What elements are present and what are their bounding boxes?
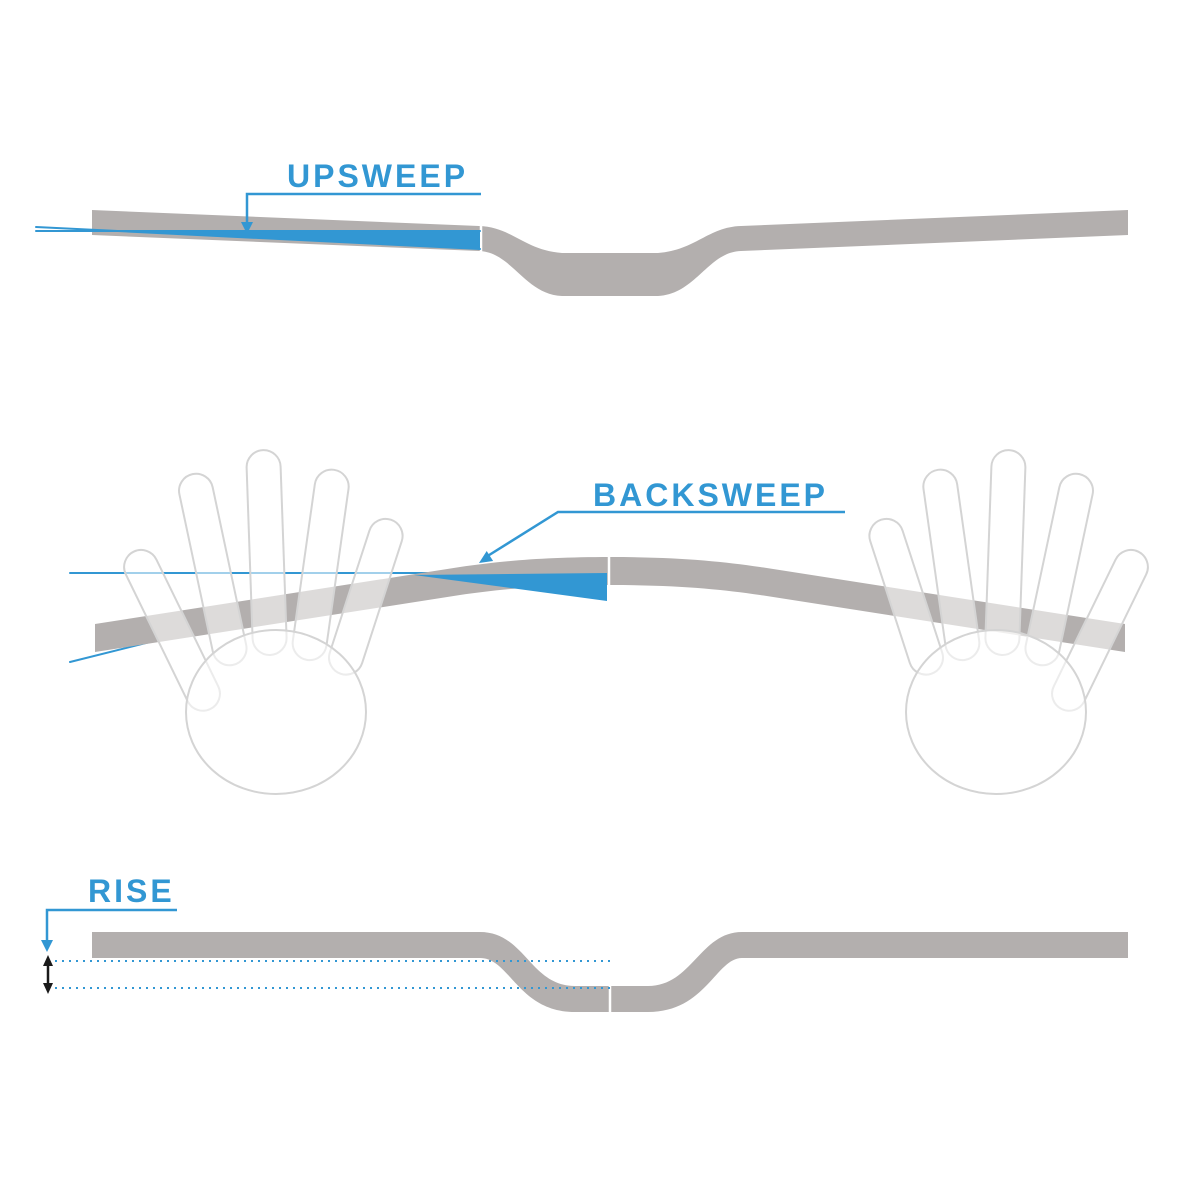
backsweep-arrow-icon xyxy=(479,551,494,563)
rise-measure-arrow-up-icon xyxy=(43,955,53,966)
upsweep-label: UPSWEEP xyxy=(287,158,469,194)
upsweep-axis-line xyxy=(35,226,481,250)
backsweep-label: BACKSWEEP xyxy=(593,477,829,513)
right-hand-outline xyxy=(864,448,1155,795)
upsweep-angle-wedge xyxy=(117,231,480,249)
backsweep-section xyxy=(69,448,1155,795)
handlebar-front-view-rise xyxy=(92,932,1128,1012)
backsweep-angle-wedge xyxy=(414,573,607,601)
rise-section xyxy=(41,908,1128,1014)
upsweep-leader-line xyxy=(245,192,481,224)
palm-outline xyxy=(185,629,367,795)
rise-leader-line xyxy=(45,908,177,942)
rise-label: RISE xyxy=(88,873,175,909)
backsweep-leader-line xyxy=(485,510,845,559)
middle-finger-outline xyxy=(245,449,288,657)
left-hand-outline xyxy=(123,449,404,795)
upsweep-arrow-icon xyxy=(241,222,253,234)
rise-measure-arrow-down-icon xyxy=(43,983,53,994)
rise-arrow-icon xyxy=(41,940,53,952)
upsweep-section xyxy=(35,192,1128,296)
